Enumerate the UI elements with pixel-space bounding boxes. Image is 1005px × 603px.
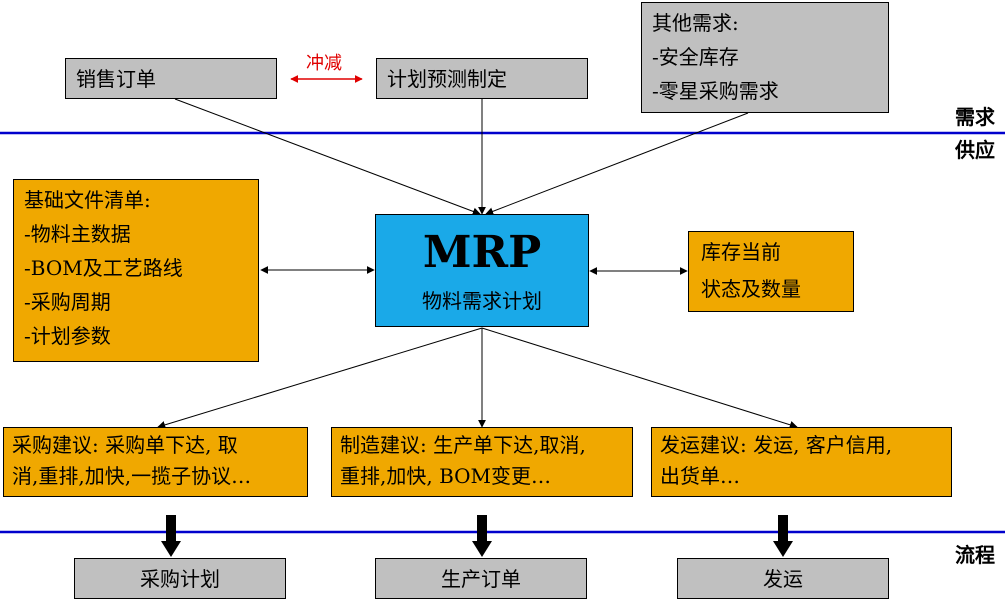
arrow-mrp-to-purchase [157,327,483,429]
mrp-box: MRP 物料需求计划 [375,214,589,327]
production-order-box: 生产订单 [375,558,587,599]
offset-label: 冲减 [306,53,342,74]
other-demand-item: -安全库存 [652,45,739,69]
basic-files-title: 基础文件清单: [24,188,151,212]
shipping-output-label: 发运 [763,566,803,591]
purchase-plan-label: 采购计划 [140,566,220,591]
manufacture-suggestion-line: 重排,加快, BOM变更… [340,464,552,488]
purchase-suggestion-line: 消,重排,加快,一揽子协议… [12,464,252,488]
arrow-mrp-to-shipping [481,327,798,429]
sales-order-label: 销售订单 [76,66,156,91]
arrow-other-to-mrp [485,112,749,216]
inventory-box: 库存当前 状态及数量 [688,231,854,312]
forecast-box: 计划预测制定 [376,58,588,99]
purchase-suggestion-line: 采购建议: 采购单下达, 取 [12,433,238,457]
basic-files-item: -计划参数 [24,324,111,348]
basic-files-item: -采购周期 [24,290,111,314]
supply-label: 供应 [955,138,995,162]
purchase-plan-box: 采购计划 [74,558,286,599]
basic-files-box: 基础文件清单: -物料主数据 -BOM及工艺路线 -采购周期 -计划参数 [13,179,259,362]
inventory-line: 库存当前 [701,240,781,264]
other-demand-title: 其他需求: [652,11,739,35]
arrow-sales-to-mrp [174,98,481,216]
mrp-title: MRP [422,227,542,278]
shipping-suggestion-box: 发运建议: 发运, 客户信用, 出货单… [651,427,952,497]
mrp-subtitle: 物料需求计划 [422,289,542,313]
shipping-output-box: 发运 [677,558,889,599]
sales-order-box: 销售订单 [65,58,277,99]
basic-files-item: -物料主数据 [24,222,131,246]
shipping-suggestion-line: 出货单… [660,464,740,488]
purchase-suggestion-box: 采购建议: 采购单下达, 取 消,重排,加快,一揽子协议… [3,427,308,497]
shipping-suggestion-line: 发运建议: 发运, 客户信用, [660,433,893,457]
manufacture-suggestion-line: 制造建议: 生产单下达,取消, [340,433,586,457]
inventory-line: 状态及数量 [701,277,801,301]
down-arrow-purchase [161,515,181,557]
production-order-label: 生产订单 [441,566,521,591]
other-demand-item: -零星采购需求 [652,79,779,103]
other-demand-box: 其他需求: -安全库存 -零星采购需求 [641,2,889,113]
demand-label: 需求 [955,105,995,129]
down-arrow-manufacture [472,515,492,557]
forecast-label: 计划预测制定 [387,66,507,91]
basic-files-item: -BOM及工艺路线 [24,256,183,280]
manufacture-suggestion-box: 制造建议: 生产单下达,取消, 重排,加快, BOM变更… [331,427,633,497]
process-label: 流程 [955,543,995,567]
down-arrow-shipping [773,515,793,557]
